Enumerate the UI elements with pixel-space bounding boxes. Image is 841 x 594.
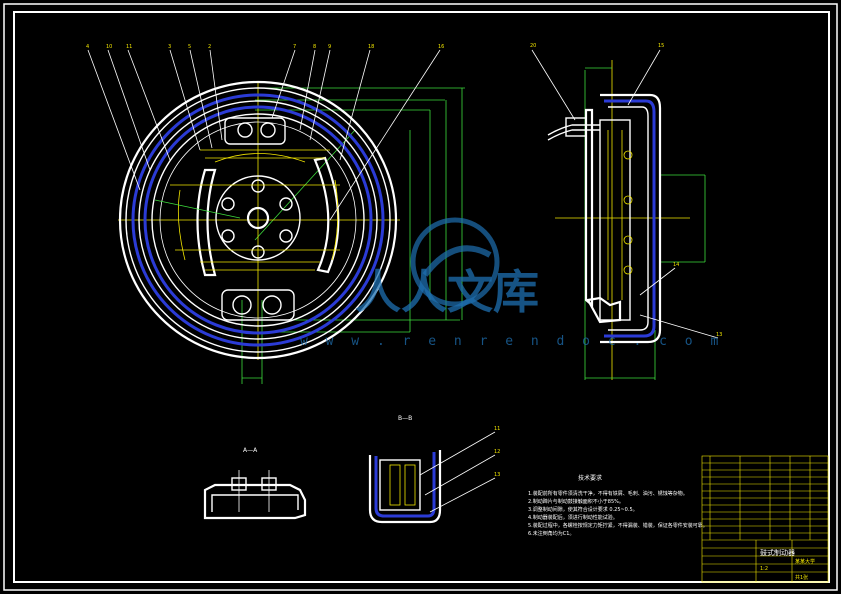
- watermark: 人人文库 w w w . r e n r e n d o c . c o m: [300, 217, 723, 349]
- svg-text:20: 20: [530, 43, 536, 49]
- title-block-sheet: 共1张: [795, 574, 808, 581]
- tech-notes-title: 技术要求: [578, 474, 602, 482]
- tech-note-6: 6.未注倒角均为C1。: [528, 530, 574, 537]
- tech-note-4: 4.制动器装配后，须进行制动性能试验。: [528, 514, 618, 521]
- sheet-outer-border: [3, 3, 838, 591]
- svg-text:12: 12: [494, 449, 500, 455]
- technical-requirements: 技术要求 1.装配前所有零件须清洗干净，不得有铁屑、毛刺、油污、锈蚀等杂物。 2…: [528, 474, 708, 537]
- title-block-scale: 1:2: [760, 566, 768, 572]
- svg-text:5: 5: [188, 44, 191, 50]
- tech-note-3: 3.调整制动间隙，使其符合设计要求 0.25~0.5。: [528, 506, 638, 513]
- front-view-brake-assembly: 4 10 11 3 5 2 7 8 9 18 16: [86, 44, 465, 384]
- section-a-a-label: A—A: [243, 447, 258, 454]
- section-b-b-label: B—B: [398, 415, 412, 422]
- title-block-drawing-title: 鼓式制动器: [760, 548, 795, 557]
- front-view-leaders: 4 10 11 3 5 2 7 8 9 18 16: [86, 44, 444, 221]
- side-section-view: 20 15 14 13: [530, 43, 722, 380]
- svg-text:13: 13: [494, 472, 500, 478]
- svg-text:7: 7: [293, 44, 296, 50]
- section-a-a: A—A: [203, 447, 307, 520]
- title-block-school: 某某大学: [795, 558, 815, 565]
- svg-text:18: 18: [368, 44, 374, 50]
- svg-text:13: 13: [716, 332, 722, 338]
- svg-text:10: 10: [106, 44, 112, 50]
- svg-text:3: 3: [168, 44, 171, 50]
- sheet-inner-border: [13, 11, 830, 583]
- tech-note-2: 2.制动蹄片与制动鼓接触面积不小于85%。: [528, 498, 624, 505]
- svg-text:4: 4: [86, 44, 89, 50]
- svg-text:8: 8: [313, 44, 316, 50]
- watermark-url: w w w . r e n r e n d o c . c o m: [300, 334, 723, 349]
- svg-text:16: 16: [438, 44, 444, 50]
- svg-text:15: 15: [658, 43, 664, 49]
- tech-note-5: 5.装配过程中，各螺栓按规定力矩拧紧，不得漏装、错装，保证各零件安装可靠。: [528, 522, 708, 529]
- svg-text:2: 2: [208, 44, 211, 50]
- watermark-text: 人人文库: [355, 265, 539, 319]
- svg-text:9: 9: [328, 44, 331, 50]
- title-block: 鼓式制动器 某某大学 1:2 共1张: [701, 455, 829, 583]
- svg-text:11: 11: [494, 426, 500, 432]
- tech-note-1: 1.装配前所有零件须清洗干净，不得有铁屑、毛刺、油污、锈蚀等杂物。: [528, 490, 688, 497]
- svg-text:11: 11: [126, 44, 132, 50]
- svg-text:14: 14: [673, 262, 679, 268]
- section-b-b: B—B 11 12 13: [368, 415, 500, 524]
